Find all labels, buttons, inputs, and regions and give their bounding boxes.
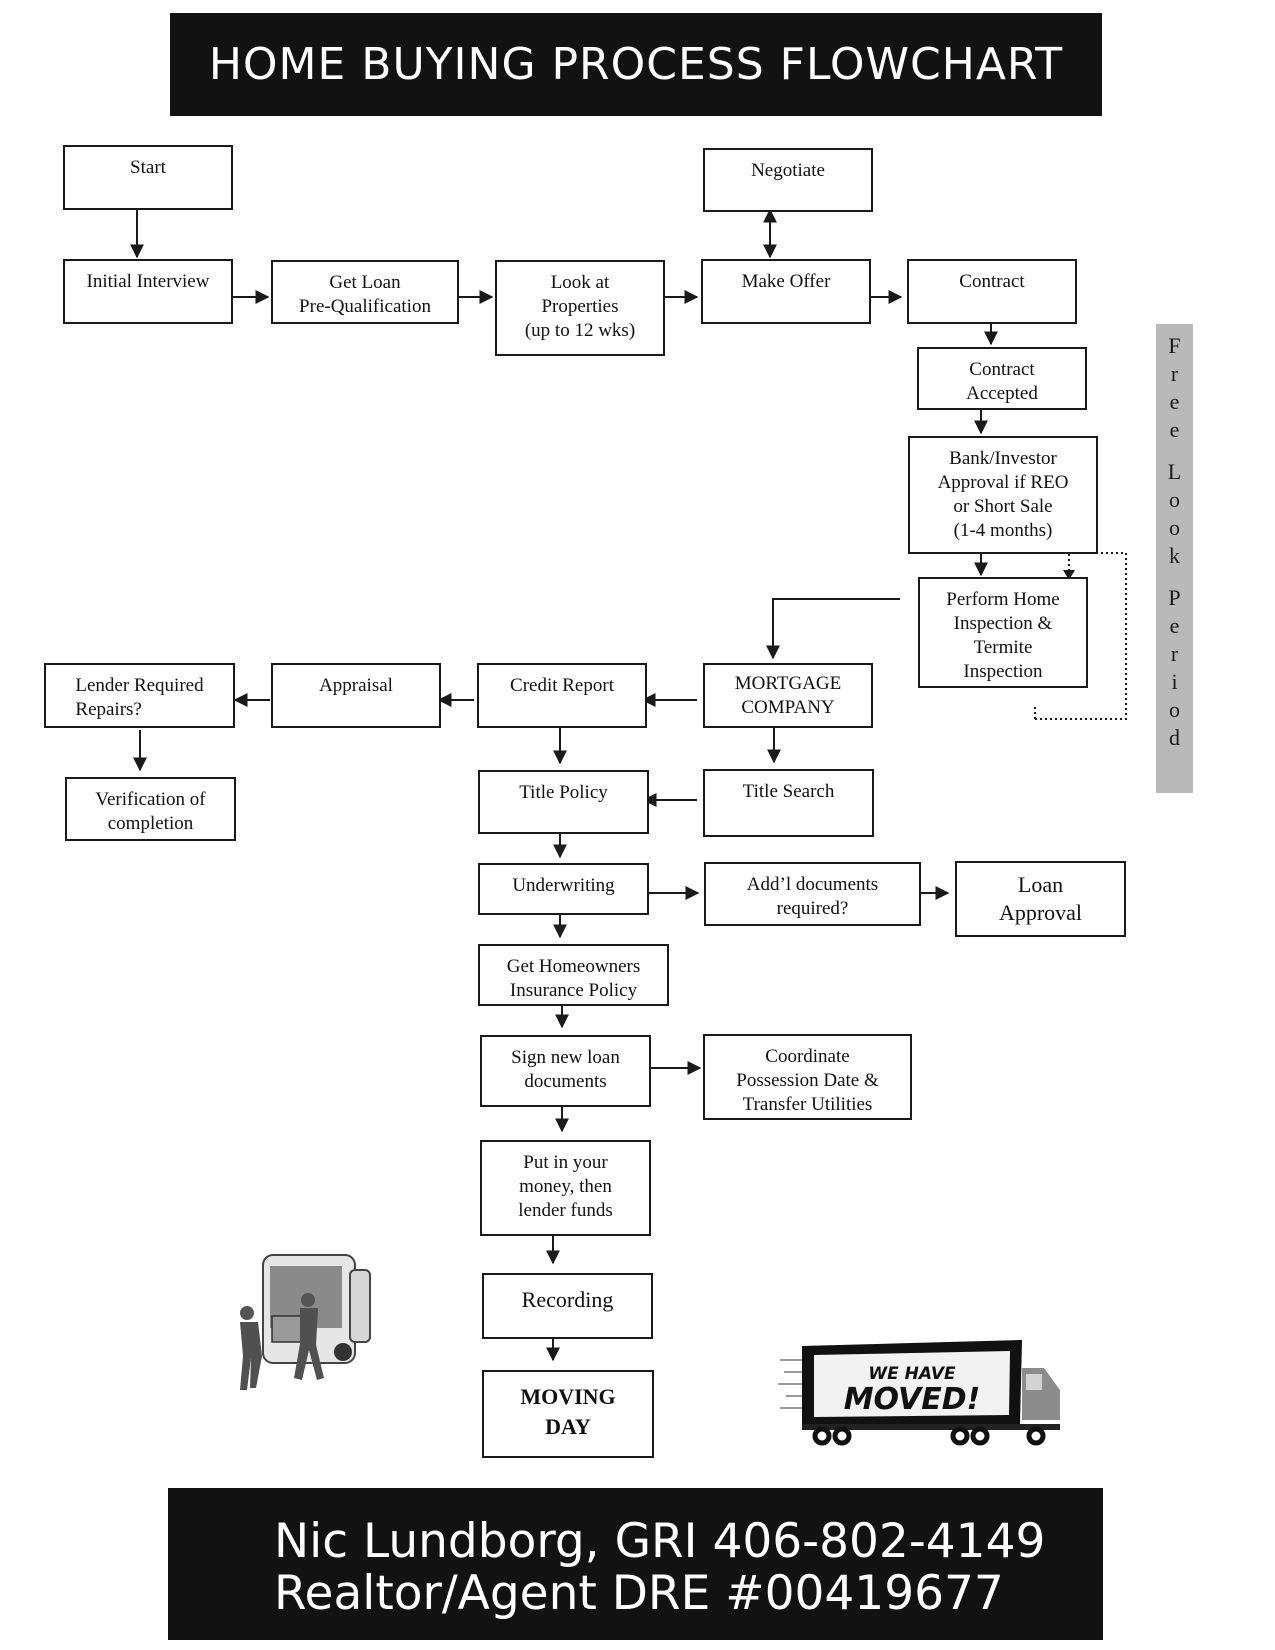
connector-inspection-to-mortgage <box>766 598 900 660</box>
free-look-label-letter: o <box>1169 487 1180 512</box>
node-bank-investor-approval: Bank/Investor Approval if REO or Short S… <box>908 436 1098 554</box>
free-look-label-letter: d <box>1169 725 1180 750</box>
we-have-moved-truck-illustration: WE HAVE MOVED! <box>778 1340 1060 1446</box>
footer-banner: Nic Lundborg, GRI 406-802-4149 Realtor/A… <box>168 1488 1103 1640</box>
free-look-label-letter: P <box>1168 585 1181 610</box>
node-moving-day: MOVING DAY <box>482 1370 654 1458</box>
node-initial-interview: Initial Interview <box>63 259 233 324</box>
free-look-label-letter: i <box>1171 669 1178 694</box>
node-lender-required-repairs: Lender Required Repairs? <box>44 663 235 728</box>
footer-agent-license: Realtor/Agent DRE #00419677 <box>274 1566 1004 1621</box>
node-look-at-properties: Look at Properties (up to 12 wks) <box>495 260 665 356</box>
node-appraisal: Appraisal <box>271 663 441 728</box>
node-verification-of-completion: Verification of completion <box>65 777 236 841</box>
node-sign-new-loan-documents: Sign new loan documents <box>480 1035 651 1107</box>
footer-agent-name-phone: Nic Lundborg, GRI 406-802-4149 <box>274 1514 1046 1569</box>
node-recording: Recording <box>482 1273 653 1339</box>
free-look-dotted-arrowhead <box>1063 570 1075 580</box>
moved-sign-line1: WE HAVE <box>868 1364 956 1384</box>
node-make-offer: Make Offer <box>701 259 871 324</box>
free-look-label-letter: r <box>1170 641 1179 666</box>
node-contract: Contract <box>907 259 1077 324</box>
page-title: HOME BUYING PROCESS FLOWCHART <box>208 39 1064 90</box>
node-title-search: Title Search <box>703 769 874 837</box>
moved-sign-line2: MOVED! <box>844 1382 981 1417</box>
free-look-label-letter: e <box>1169 417 1180 442</box>
title-banner: HOME BUYING PROCESS FLOWCHART <box>170 13 1102 116</box>
node-loan-approval: Loan Approval <box>955 861 1126 937</box>
node-credit-report: Credit Report <box>477 663 647 728</box>
free-look-label-letter: L <box>1167 459 1182 484</box>
node-home-inspection: Perform Home Inspection & Termite Inspec… <box>918 577 1088 688</box>
node-addl-documents-required: Add’l documents required? <box>704 862 921 926</box>
free-look-dotted-bracket <box>1035 552 1127 720</box>
node-put-in-your-money: Put in your money, then lender funds <box>480 1140 651 1236</box>
free-look-label-letter: e <box>1169 389 1180 414</box>
free-look-label-letter: r <box>1170 361 1179 386</box>
node-coordinate-possession: Coordinate Possession Date & Transfer Ut… <box>703 1034 912 1120</box>
node-get-homeowners-insurance: Get Homeowners Insurance Policy <box>478 944 669 1006</box>
node-negotiate: Negotiate <box>703 148 873 212</box>
node-underwriting: Underwriting <box>478 863 649 915</box>
node-start: Start <box>63 145 233 210</box>
free-look-label-letter: F <box>1168 333 1181 358</box>
free-look-label-letter: o <box>1169 697 1180 722</box>
node-title-policy: Title Policy <box>478 770 649 834</box>
free-look-label-letter: e <box>1169 613 1180 638</box>
movers-illustration <box>240 1254 371 1390</box>
node-get-loan-prequalification: Get Loan Pre-Qualification <box>271 260 459 324</box>
free-look-label-letter: k <box>1169 543 1180 568</box>
node-contract-accepted: Contract Accepted <box>917 347 1087 410</box>
node-mortgage-company: MORTGAGE COMPANY <box>703 663 873 728</box>
free-look-label-letter: o <box>1169 515 1180 540</box>
